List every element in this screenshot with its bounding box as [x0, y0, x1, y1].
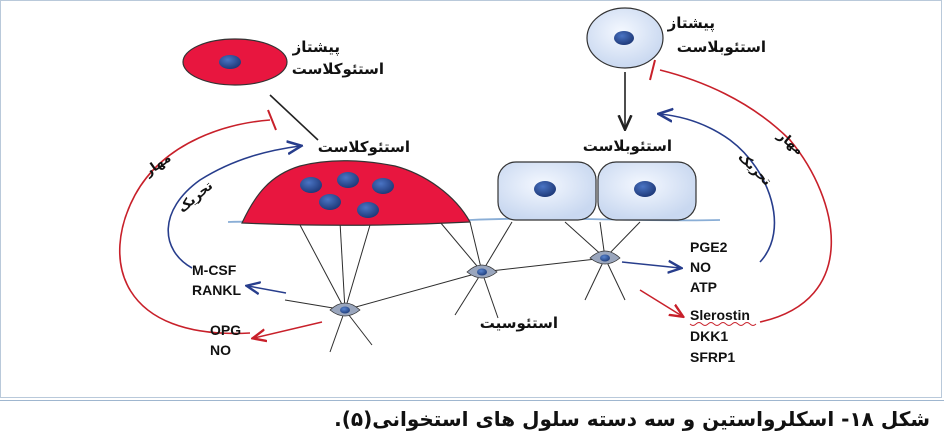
caption-bar: شکل ۱۸- اسکلرواستین و سه دسته سلول های ا… [0, 400, 944, 439]
figure-frame [0, 0, 942, 398]
figure-caption: شکل ۱۸- اسکلرواستین و سه دسته سلول های ا… [334, 407, 930, 431]
